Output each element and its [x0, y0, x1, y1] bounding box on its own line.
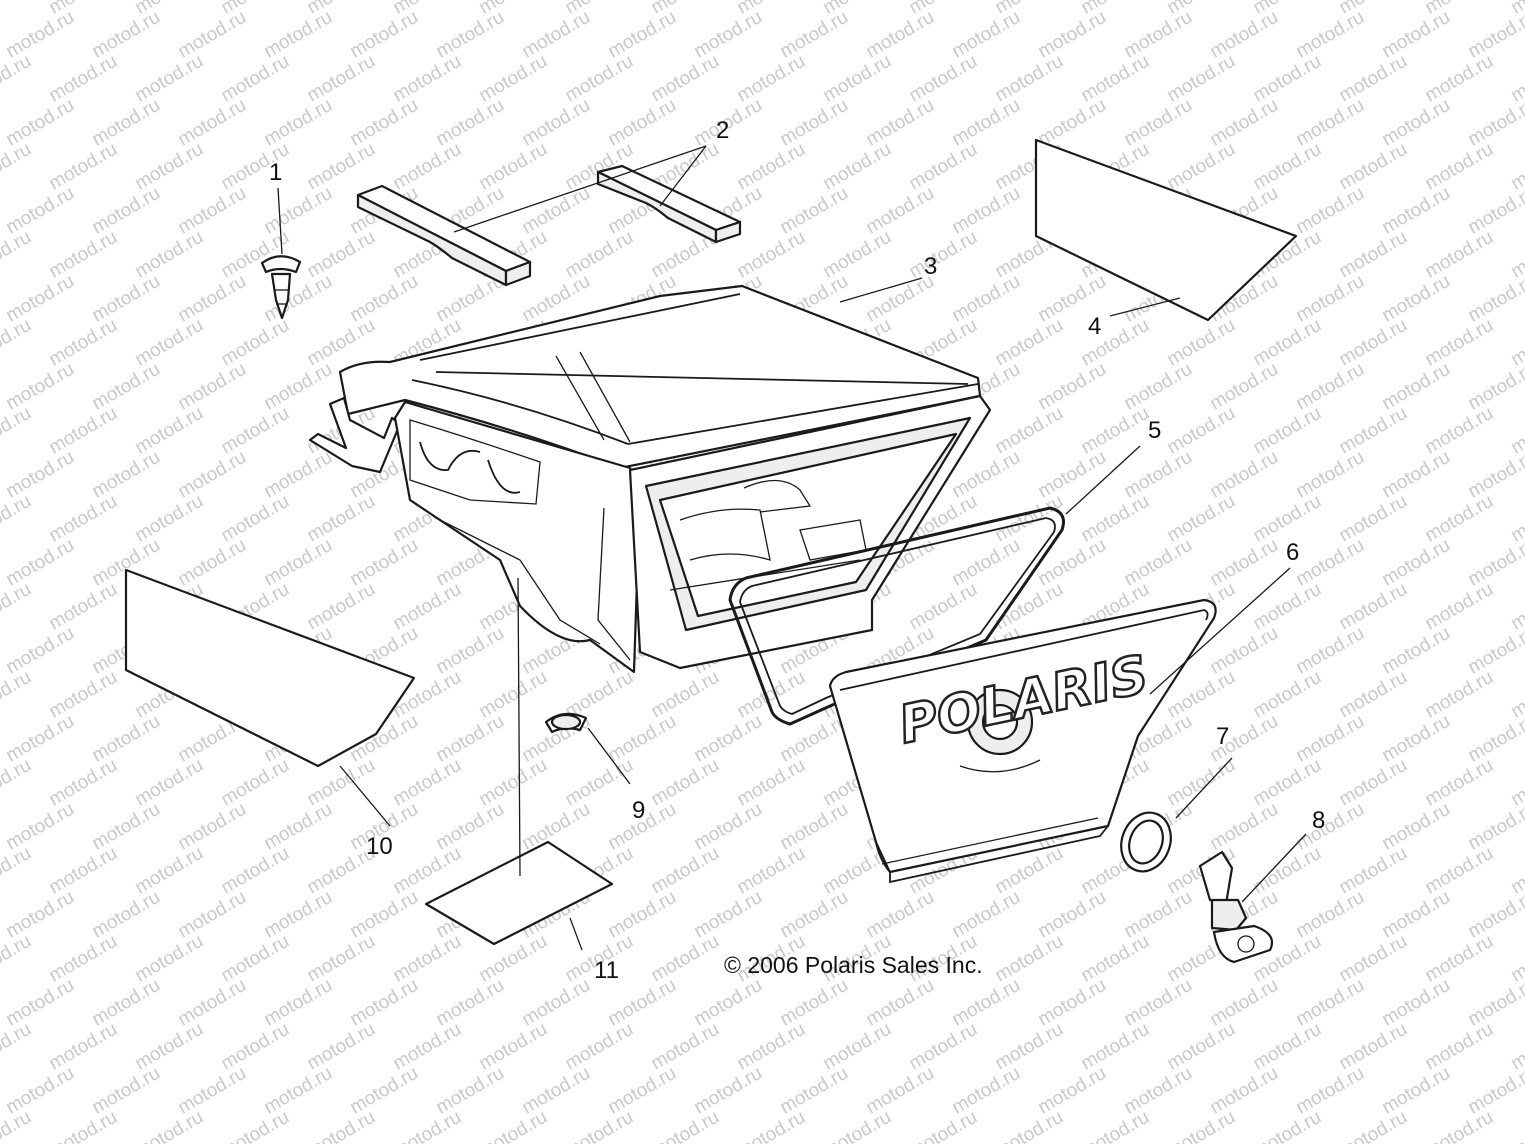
copyright-text: © 2006 Polaris Sales Inc.: [724, 952, 983, 978]
part-2-foam-strip-left: [356, 184, 532, 287]
callout-6: 6: [1286, 539, 1299, 566]
callout-7: 7: [1216, 723, 1229, 750]
part-2-foam-strip-right: [596, 164, 742, 244]
part-3-storage-box: [308, 284, 992, 674]
part-11-label: [424, 840, 614, 946]
part-8-latch: [1198, 850, 1274, 964]
part-9-clip-nut: [544, 712, 588, 734]
callout-9: 9: [632, 797, 645, 824]
callout-3: 3: [924, 253, 937, 280]
part-1-push-rivet: [260, 255, 302, 320]
part-5-seal: [728, 506, 1065, 726]
leader-lines: [277, 145, 1307, 951]
part-6-lid: POLARIS: [828, 598, 1217, 884]
callout-11: 11: [594, 957, 619, 984]
part-7-grommet: [1120, 811, 1172, 873]
callout-4: 4: [1088, 313, 1101, 340]
part-10-decal: [124, 568, 416, 768]
callout-8: 8: [1312, 807, 1325, 834]
callout-10: 10: [366, 833, 393, 860]
callout-1: 1: [269, 159, 282, 186]
part-4-decal: [1034, 138, 1298, 322]
callout-2: 2: [716, 117, 729, 144]
callout-5: 5: [1148, 417, 1161, 444]
